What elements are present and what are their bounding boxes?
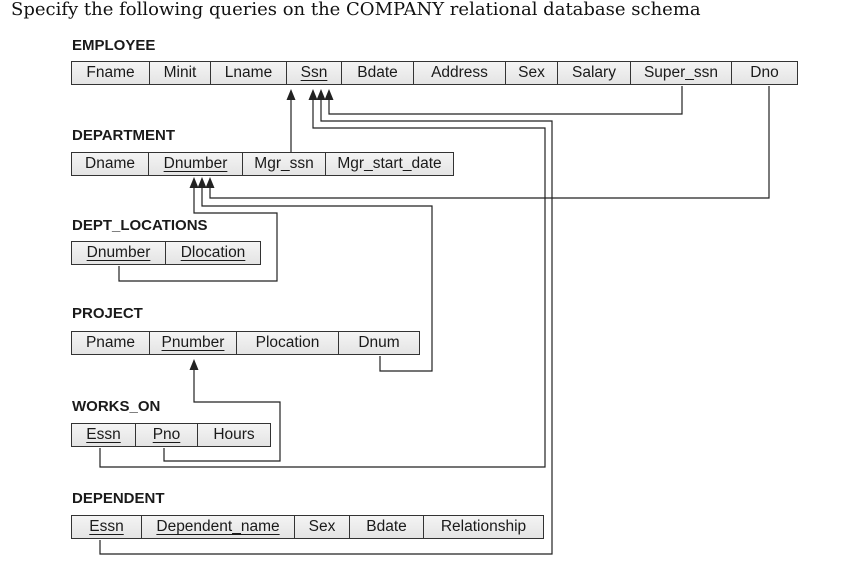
table-title-department: DEPARTMENT: [72, 127, 176, 144]
employee-col-minit: Minit: [150, 62, 211, 84]
arrowhead-ssn-4: [324, 89, 334, 100]
department-col-mgr-ssn: Mgr_ssn: [243, 153, 326, 175]
fk-line-works-on-pno: [163, 370, 281, 462]
arrowhead-ssn-2: [308, 89, 318, 100]
works-on-table: Essn Pno Hours: [71, 423, 271, 447]
table-title-employee: EMPLOYEE: [72, 37, 156, 54]
department-col-dnumber: Dnumber: [149, 153, 243, 175]
works-on-col-essn: Essn: [72, 424, 136, 446]
employee-col-sex: Sex: [506, 62, 558, 84]
fk-line-dept-locations: [118, 188, 278, 282]
table-title-project: PROJECT: [72, 305, 143, 322]
department-table: Dname Dnumber Mgr_ssn Mgr_start_date: [71, 152, 454, 176]
table-title-dependent: DEPENDENT: [72, 490, 165, 507]
employee-col-bdate: Bdate: [342, 62, 414, 84]
employee-col-ssn: Ssn: [287, 62, 342, 84]
fk-line-works-on-essn: [99, 100, 546, 468]
dependent-table: Essn Dependent_name Sex Bdate Relationsh…: [71, 515, 544, 539]
project-col-dnum: Dnum: [358, 334, 400, 351]
department-col-dname: Dname: [72, 153, 149, 175]
page-heading: Specify the following queries on the COM…: [11, 0, 701, 20]
works-on-col-hours: Hours: [213, 426, 255, 443]
department-col-mgr-start-date: Mgr_start_date: [337, 155, 442, 172]
project-col-plocation: Plocation: [237, 332, 339, 354]
dependent-col-essn: Essn: [72, 516, 142, 538]
project-table: Pname Pnumber Plocation Dnum: [71, 331, 420, 355]
arrowhead-dnumber-1: [189, 177, 199, 188]
fk-line-dependent-essn: [99, 100, 553, 555]
dept-locations-col-dnumber: Dnumber: [72, 242, 166, 264]
project-col-pname: Pname: [72, 332, 150, 354]
employee-col-lname: Lname: [211, 62, 287, 84]
project-col-pnumber: Pnumber: [150, 332, 237, 354]
dependent-col-sex: Sex: [295, 516, 350, 538]
fk-line-project-dnum: [201, 188, 433, 372]
table-title-dept-locations: DEPT_LOCATIONS: [72, 217, 208, 234]
arrowhead-dnumber-3: [205, 177, 215, 188]
dependent-col-bdate: Bdate: [350, 516, 424, 538]
fk-line-dno: [209, 86, 770, 199]
arrowhead-ssn-1: [286, 89, 296, 100]
employee-col-fname: Fname: [72, 62, 150, 84]
arrowhead-pnumber: [189, 359, 199, 370]
dept-locations-table: Dnumber Dlocation: [71, 241, 261, 265]
dept-locations-col-dlocation: Dlocation: [180, 244, 246, 261]
employee-table: Fname Minit Lname Ssn Bdate Address Sex …: [71, 61, 798, 85]
employee-col-address: Address: [414, 62, 506, 84]
arrowhead-ssn-3: [316, 89, 326, 100]
employee-col-dno: Dno: [750, 64, 779, 81]
employee-col-salary: Salary: [558, 62, 631, 84]
arrowhead-dnumber-2: [197, 177, 207, 188]
employee-col-super-ssn: Super_ssn: [631, 62, 732, 84]
table-title-works-on: WORKS_ON: [72, 398, 161, 415]
dependent-col-relationship: Relationship: [440, 518, 527, 535]
fk-line-super-ssn: [328, 86, 683, 115]
works-on-col-pno: Pno: [136, 424, 198, 446]
dependent-col-dependent-name: Dependent_name: [142, 516, 295, 538]
